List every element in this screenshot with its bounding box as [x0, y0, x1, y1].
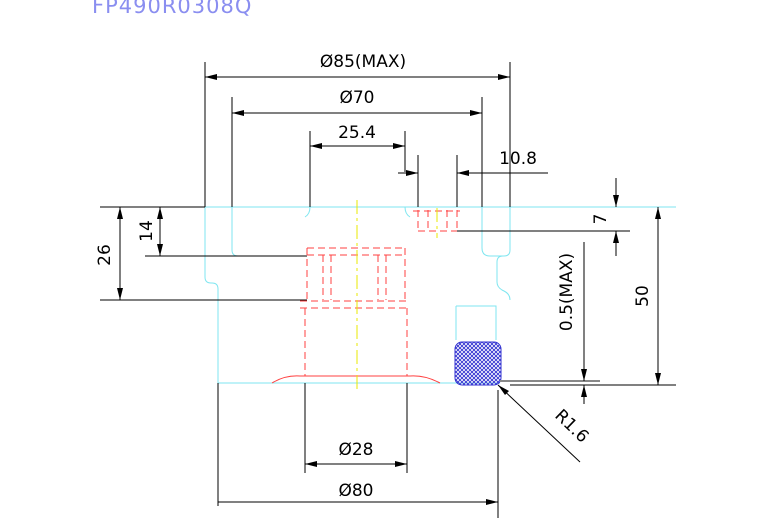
dim-h26: 26	[95, 206, 307, 301]
dim-d85-label: Ø85(MAX)	[320, 52, 406, 72]
dim-h7-label: 7	[591, 214, 611, 225]
hidden-lines	[271, 210, 460, 384]
dim-r16: R1.6	[497, 384, 592, 463]
dim-w10: 10.8	[398, 149, 548, 207]
dim-h50: 50	[510, 207, 676, 386]
dim-d80-label: Ø80	[338, 481, 373, 501]
dim-d70: Ø70	[231, 88, 483, 207]
dim-h7: 7	[457, 178, 630, 256]
part-outline	[204, 206, 676, 384]
dim-d28: Ø28	[304, 383, 408, 473]
dim-w25: 25.4	[309, 123, 406, 207]
dim-w25-label: 25.4	[338, 123, 376, 143]
dim-d85: Ø85(MAX)	[204, 52, 511, 207]
dim-w10-label: 10.8	[499, 149, 537, 169]
center-lines	[356, 200, 438, 390]
dim-h05: 0.5(MAX)	[500, 242, 600, 404]
dim-h05-label: 0.5(MAX)	[557, 253, 577, 331]
dim-h14: 14	[137, 206, 307, 257]
dim-d70-label: Ø70	[339, 88, 374, 108]
dim-d80: Ø80	[217, 383, 499, 518]
dim-d28-label: Ø28	[338, 440, 373, 460]
part-number: FP490R0308Q	[92, 0, 253, 18]
dim-h26-label: 26	[95, 244, 115, 266]
dim-h14-label: 14	[137, 220, 157, 242]
seal-section-hatch	[454, 341, 502, 386]
dim-h50-label: 50	[633, 285, 653, 307]
